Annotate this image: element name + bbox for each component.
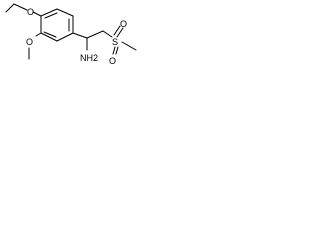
sulfonyl-oxygen-2-label: O bbox=[109, 56, 116, 66]
ring-double-bond-3 bbox=[43, 31, 57, 38]
bond-s-ch3 bbox=[121, 41, 137, 51]
chemical-structure: O O NH2 S O O bbox=[5, 3, 137, 66]
sulfur-label: S bbox=[112, 37, 118, 47]
bond-o-ring-ethoxy bbox=[32, 11, 42, 17]
ring-bond-2 bbox=[56, 8, 74, 17]
sulfonyl-oxygen-1-label: O bbox=[120, 19, 127, 29]
ring-bond-1 bbox=[40, 8, 58, 17]
ring-bond-4 bbox=[56, 32, 74, 42]
ring-bond-5 bbox=[40, 32, 58, 42]
bond-ch2-s bbox=[102, 30, 113, 38]
bond-ethyl-ch3-ch2 bbox=[5, 3, 15, 13]
bond-s-o-upper-b bbox=[116, 27, 124, 38]
bond-s-o-lower-b bbox=[115, 46, 119, 55]
bond-ring-ch bbox=[72, 32, 88, 39]
bond-ring-o-methoxy bbox=[35, 32, 42, 37]
bond-ethyl-ch2-o bbox=[13, 3, 28, 11]
bond-s-o-upper-a bbox=[113, 25, 121, 36]
ethoxy-oxygen-label: O bbox=[27, 7, 34, 17]
bond-s-o-lower-a bbox=[112, 46, 116, 55]
amine-label: NH2 bbox=[80, 53, 98, 63]
ring-double-bond-1 bbox=[44, 12, 58, 19]
methoxy-oxygen-label: O bbox=[26, 37, 33, 47]
bond-ch-ch2 bbox=[86, 30, 104, 39]
